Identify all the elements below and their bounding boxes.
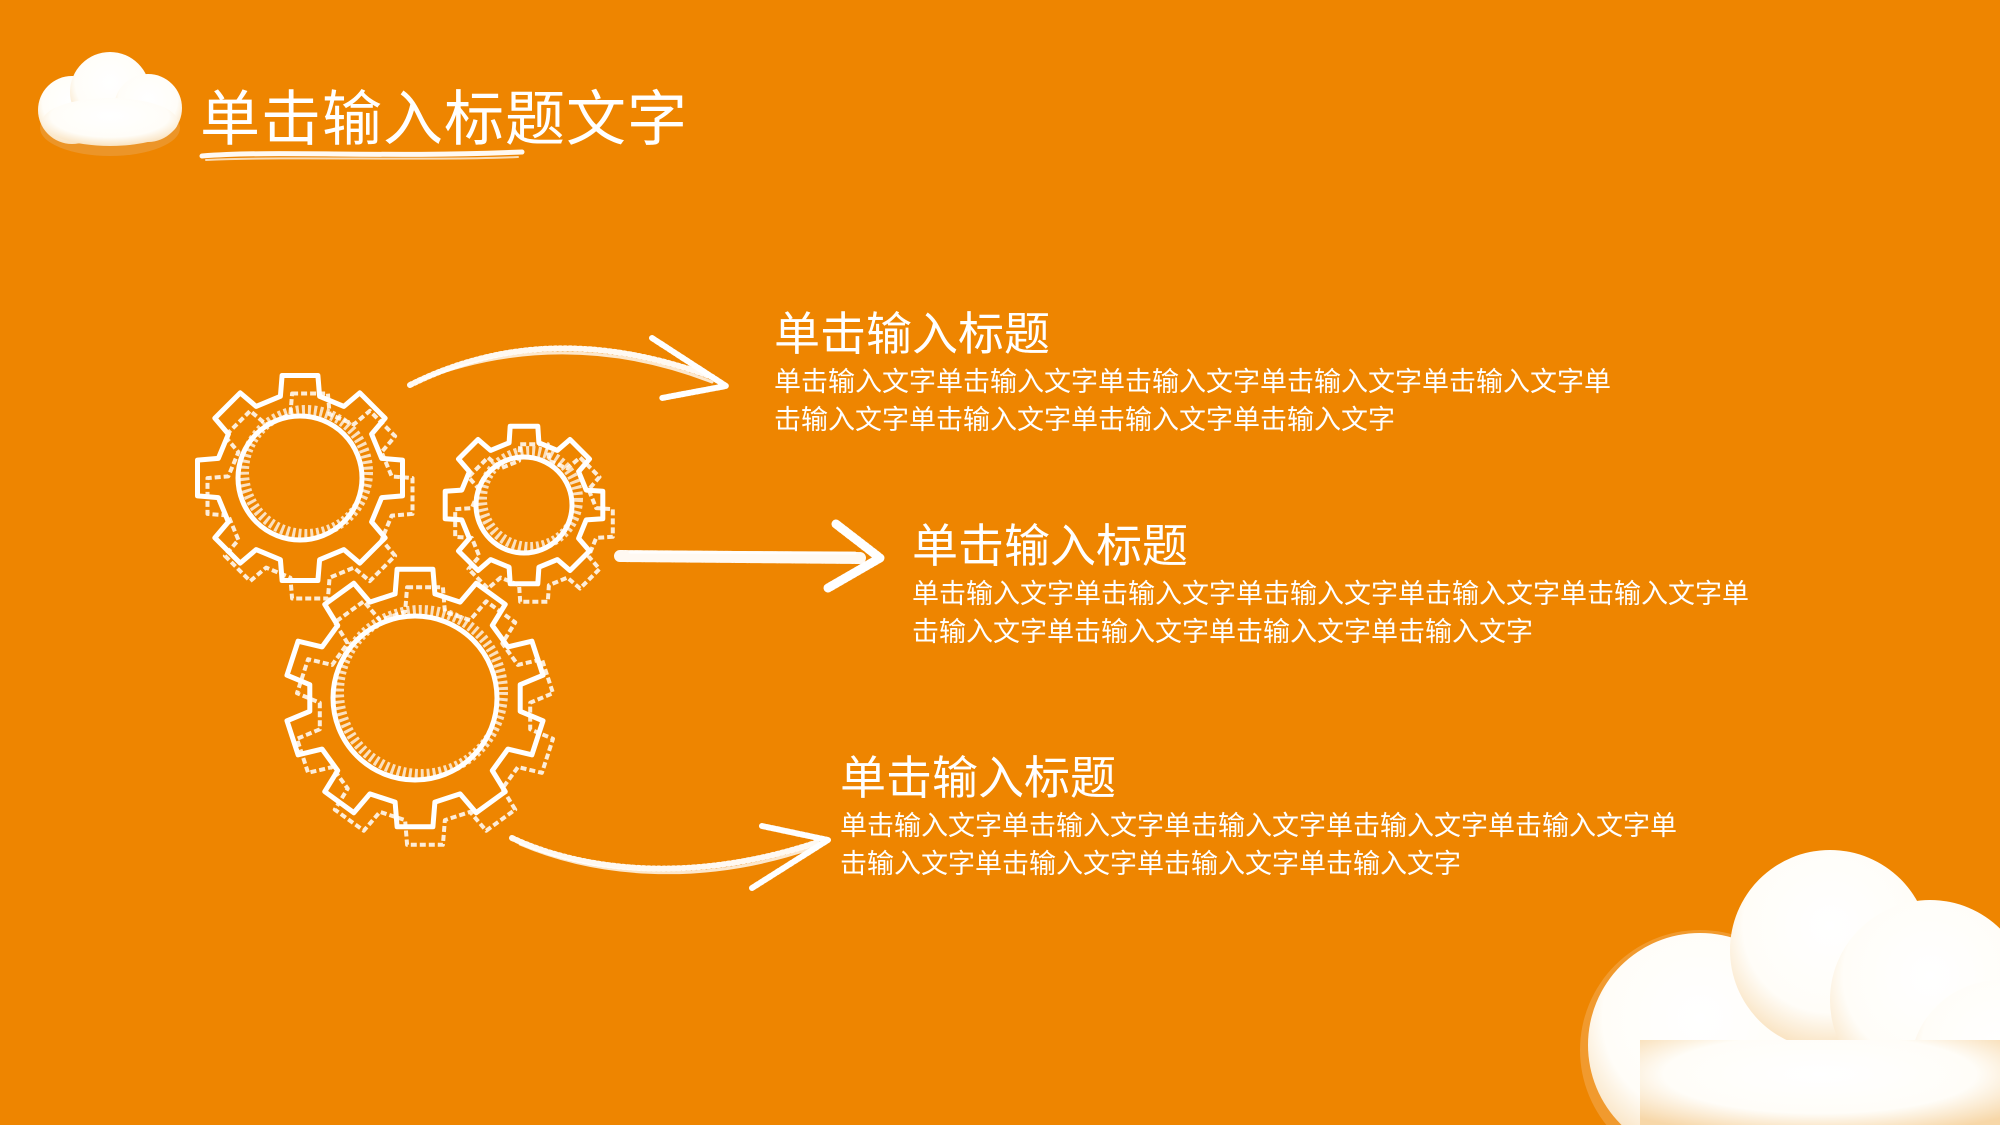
arrow-icon (614, 519, 885, 593)
arrow-icon (407, 335, 729, 401)
item-body[interactable]: 单击输入文字单击输入文字单击输入文字单击输入文字单击输入文字单击输入文字单击输入… (840, 811, 1677, 880)
item-body[interactable]: 单击输入文字单击输入文字单击输入文字单击输入文字单击输入文字单击输入文字单击输入… (774, 367, 1611, 436)
cloud-icon (38, 52, 182, 156)
page-title[interactable]: 单击输入标题文字 (200, 85, 688, 155)
gear-icon (442, 423, 615, 604)
list-item: 单击输入标题 单击输入文字单击输入文字单击输入文字单击输入文字单击输入文字单击输… (774, 306, 1634, 440)
list-item: 单击输入标题 单击输入文字单击输入文字单击输入文字单击输入文字单击输入文字单击输… (912, 518, 1772, 652)
item-body[interactable]: 单击输入文字单击输入文字单击输入文字单击输入文字单击输入文字单击输入文字单击输入… (912, 579, 1749, 648)
title-underline (199, 149, 525, 159)
cloud-icon (1580, 850, 2000, 1125)
gear-icon (284, 566, 555, 847)
item-title[interactable]: 单击输入标题 (840, 751, 1116, 805)
list-item: 单击输入标题 单击输入文字单击输入文字单击输入文字单击输入文字单击输入文字单击输… (840, 750, 1700, 884)
arrow-icon (509, 823, 831, 891)
item-title[interactable]: 单击输入标题 (912, 519, 1188, 573)
gear-icon (195, 373, 415, 601)
item-title[interactable]: 单击输入标题 (774, 307, 1050, 361)
